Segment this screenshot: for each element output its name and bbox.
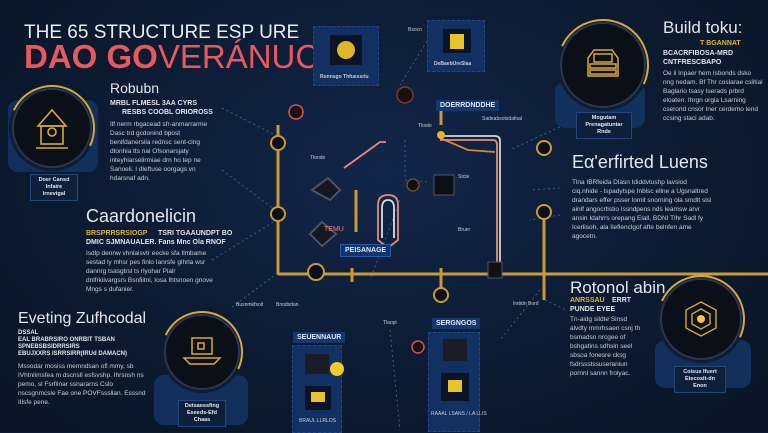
label-line: Eseeds-Efd Chaas [187, 410, 217, 423]
experted-heading: Eα'erfirted Luens [572, 152, 708, 172]
label-line: Mogutam [591, 115, 617, 121]
rotonol-sub1: ERRT [612, 297, 632, 304]
node-label: Stcte [458, 174, 470, 180]
block-icon [305, 386, 331, 410]
node-label: Tlaopi [383, 320, 397, 326]
node-label: Bnodsdan [276, 302, 299, 308]
card-chest: RAAAL LSANS / LA LLIS [428, 332, 487, 432]
card-block-title: SEUENNAUR [293, 332, 346, 343]
robubn-sub1: MRBL FLMESL 3AA CYRS [110, 100, 197, 107]
shield-icon [443, 339, 467, 361]
sub-line: EAL BRABRSIRO ONRBIT TSBAN [18, 337, 115, 343]
card-block: BRAUL LLRLOS [292, 345, 342, 433]
temple-icon [36, 108, 68, 149]
label-line: Infaire Irnevigal [42, 184, 66, 197]
node-label: Busnmkfsoit [236, 302, 264, 308]
rotonol-sub2: PUNDE EYEE [570, 306, 616, 313]
network-tag: PEISANAGE [340, 244, 392, 257]
title-line-1: THE 65 STRUCTURE ESP URE [24, 22, 300, 43]
robubn-sub2: RESBS COOBL ORIOROSS [122, 109, 213, 116]
network-tag: TEMU [324, 226, 344, 233]
label-line: Doer Cansd [38, 177, 70, 183]
node-label: Bsocn [408, 27, 422, 33]
server-icon-circle [560, 22, 646, 108]
build-sub-yellow: T BGANNAT [700, 40, 741, 47]
node-label: Bruer [458, 227, 471, 233]
label-line: Coisus Ifuert [683, 369, 717, 375]
card-document: DeBaebUreSlaa [427, 20, 485, 72]
title-bold: DAO GO [24, 38, 158, 75]
card-tool: Runnsgo Thfuessrlu [313, 26, 379, 86]
card-caption: RAAAL LSANS / LA LLIS [431, 411, 487, 417]
status-dot [330, 362, 344, 376]
title-line-2: DAO GOVERÁNUC [24, 38, 319, 76]
temple-icon-circle [12, 88, 92, 168]
build-body: Oe li Inpaer hem Isbonds dsko nng nedam.… [663, 70, 763, 122]
caardonelicin-sub1: TSRI TGAAUNDPT BO [158, 230, 233, 237]
card-label: Runnsgo Thfuessrlu [320, 74, 369, 80]
chest-icon [441, 373, 469, 401]
eveting-heading: Eveting Zufhcodal [18, 310, 147, 327]
build-sub1: BCACRFIBOSA-MRD [663, 50, 733, 57]
rotonol-heading: Rotonol abin [570, 278, 666, 297]
build-heading: Build toku: [663, 18, 743, 37]
card-chest-title: SERGNGOS [432, 318, 481, 329]
server-stack-icon [587, 49, 619, 77]
robubn-body: Ilf nerm rbgacead sfr-anmarrarme Dasc tr… [110, 121, 208, 182]
robubn-heading: Robubn [110, 80, 160, 96]
node-label: Tlosto [418, 123, 432, 129]
sub-line: DSSAL [18, 330, 39, 336]
network-tag: DOERRDNDDHE [436, 100, 500, 111]
experted-body: Tlna IBRfeida Dlasn Ididdvtushp lavsiod … [572, 179, 712, 240]
caardonelicin-body: Isdlp dennw vhnlaisvtr eecke sfa Ilmbame… [86, 250, 213, 293]
hexagon-icon-circle [660, 278, 742, 360]
card-label: DeBaebUreSlaa [434, 61, 472, 67]
title-light: VERÁNUC [157, 38, 320, 75]
label-line: Prenagatuntar Rnde [585, 122, 623, 135]
node-label: Sadeabsotsdafoal [482, 116, 523, 122]
label-line: Etecoslt-dn Enon [685, 376, 715, 389]
node-label: Tlondo [310, 155, 326, 161]
caardonelicin-sub-yellow: BRSPRRSRSIOGP [86, 230, 148, 237]
caardonelicin-heading: Caardonelicin [86, 206, 197, 226]
node-label: Irstidn Bord [513, 301, 539, 307]
document-icon [443, 29, 471, 53]
build-sub2: CNTFRESCBAPO [663, 59, 722, 66]
sub-line: EBUJXXRS ISRRSIRR(IRUd DAMACN) [18, 351, 128, 357]
eveting-body: Mssodar mosiss memndsan ofl mmy, sb IVht… [18, 363, 146, 406]
shield-icon [305, 354, 329, 374]
rotonol-body: Tn-aidg sildte Sinsd alvdty mmrhsaen csn… [570, 316, 641, 377]
caardonelicin-sub2: DMIC SJMNAUALER. Fans Mnc Ola RNOF [86, 239, 226, 246]
tool-icon [330, 35, 362, 65]
hexagon-core-icon [685, 301, 717, 337]
sub-line: SPNEBSBSIDRRSIRS [18, 344, 80, 350]
laptop-icon [182, 337, 222, 365]
label-line: Detsaessfing [184, 403, 220, 409]
rotonol-sub-yellow: ANRSSAU [570, 297, 605, 304]
card-caption: BRAUL LLRLOS [299, 418, 337, 424]
laptop-icon-circle [164, 314, 240, 390]
